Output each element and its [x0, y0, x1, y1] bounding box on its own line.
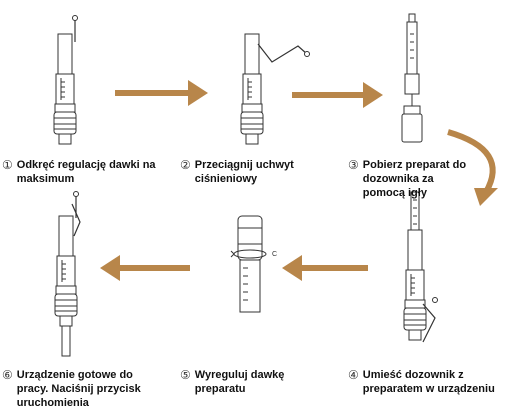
arrow-step-1-to-2	[115, 80, 208, 106]
step-1-caption: ① Odkręć regulację dawki na maksimum	[2, 158, 162, 186]
device-step-4	[403, 191, 438, 343]
step-3-number: ③	[348, 158, 359, 172]
step-5-caption: ⑤ Wyreguluj dawkę preparatu	[180, 368, 300, 396]
step-5-number: ⑤	[180, 368, 191, 382]
step-1-text: Odkręć regulację dawki na maksimum	[16, 159, 156, 185]
step-6-text: Urządzenie gotowe do pracy. Naciśnij prz…	[16, 369, 141, 409]
step-5-text: Wyreguluj dawkę preparatu	[194, 369, 285, 395]
arrow-step-4-to-5	[282, 255, 368, 281]
step-3-caption: ③ Pobierz preparat do dozownika za pomoc…	[348, 158, 468, 200]
step-4-text: Umieść dozownik z preparatem w urządzeni…	[362, 369, 495, 395]
step-4-caption: ④ Umieść dozownik z preparatem w urządze…	[348, 368, 510, 396]
arrow-step-5-to-6	[100, 255, 190, 281]
step-4-number: ④	[348, 368, 359, 382]
step-6-number: ⑥	[2, 368, 13, 382]
step-1-number: ①	[2, 158, 13, 172]
svg-text:C: C	[272, 251, 277, 258]
device-step-6	[54, 191, 81, 357]
device-step-1	[53, 15, 78, 145]
step-2-number: ②	[180, 158, 191, 172]
device-step-5: C	[230, 215, 277, 313]
arrow-step-2-to-3	[292, 82, 383, 108]
device-step-3	[401, 13, 423, 143]
step-2-caption: ② Przeciągnij uchwyt ciśnieniowy	[180, 158, 310, 186]
step-6-caption: ⑥ Urządzenie gotowe do pracy. Naciśnij p…	[2, 368, 144, 410]
arrow-step-3-to-4	[447, 129, 498, 206]
device-step-2	[240, 33, 310, 145]
step-3-text: Pobierz preparat do dozownika za pomocą …	[362, 159, 467, 199]
step-2-text: Przeciągnij uchwyt ciśnieniowy	[194, 159, 294, 185]
